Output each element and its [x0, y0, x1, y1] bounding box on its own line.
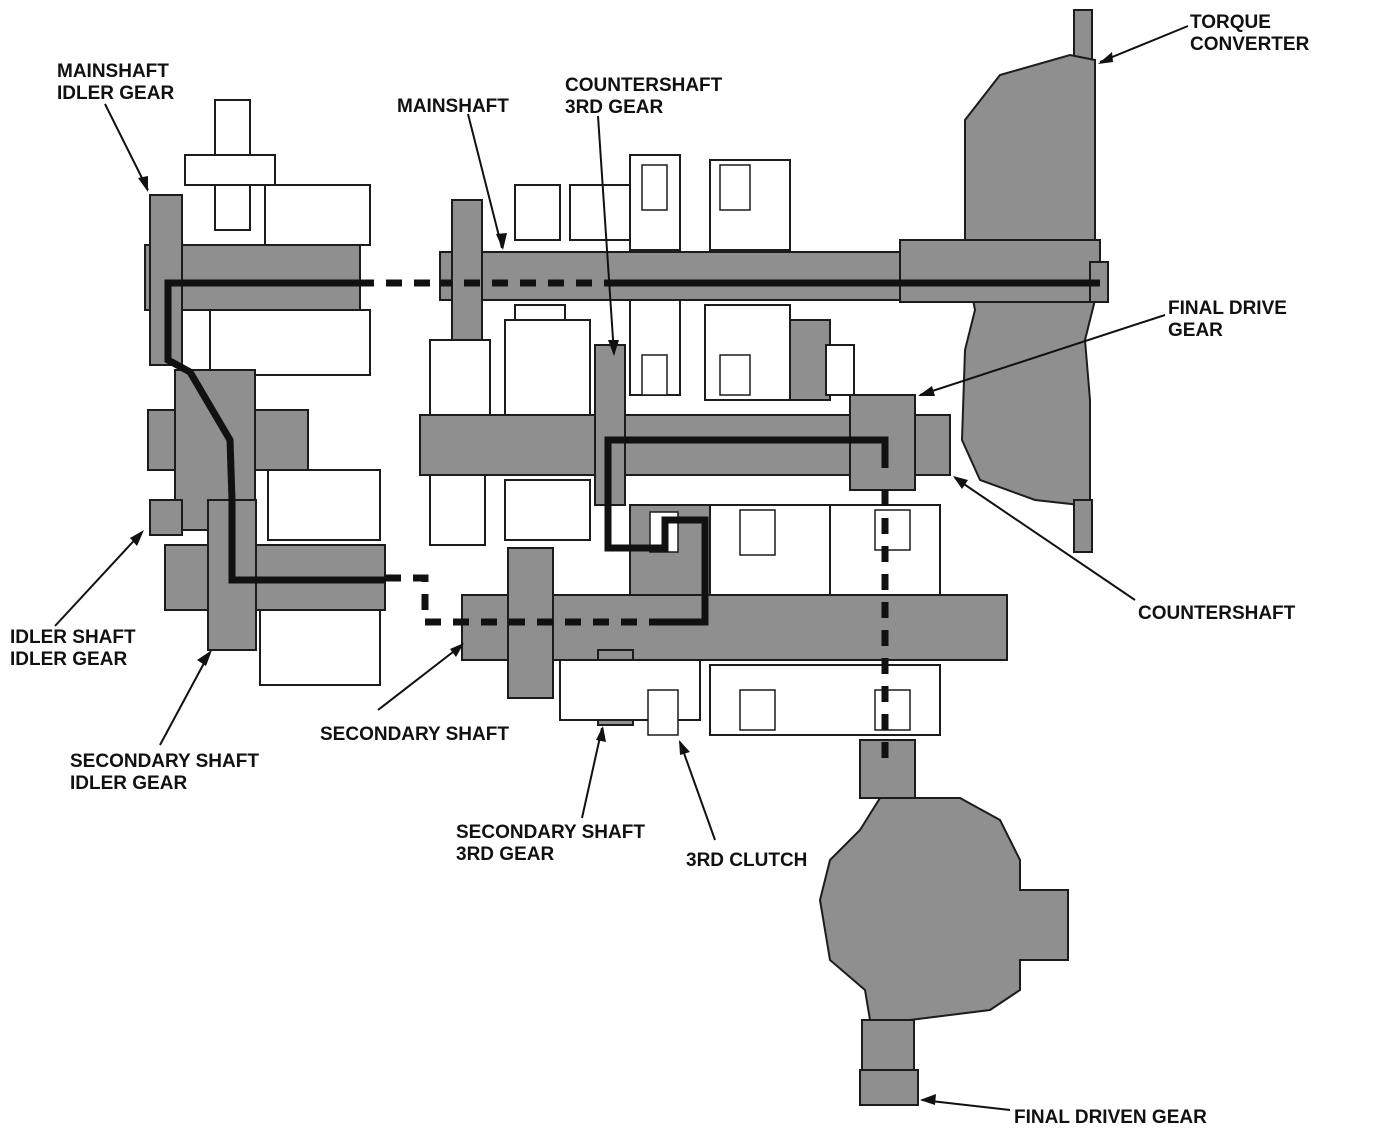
secondary-idler-group	[164, 499, 386, 686]
label-secondary-shaft-idler-gear: SECONDARY SHAFT IDLER GEAR	[70, 751, 264, 794]
power-flow-path	[164, 279, 1100, 770]
label-secondary-shaft-3rd-gear: SECONDARY SHAFT 3RD GEAR	[456, 822, 650, 865]
label-final-drive-gear: FINAL DRIVE GEAR	[1168, 298, 1292, 341]
label-countershaft-3rd-gear: COUNTERSHAFT 3RD GEAR	[565, 75, 728, 118]
label-countershaft: COUNTERSHAFT	[1138, 603, 1296, 624]
label-3rd-clutch: 3RD CLUTCH	[686, 850, 807, 871]
mainshaft	[439, 154, 1109, 401]
mainshaft-idler-group	[144, 99, 371, 376]
secondary-clutch-plates	[739, 509, 911, 731]
final-driven-gear	[818, 739, 1069, 1106]
label-torque-converter: TORQUE CONVERTER	[1190, 12, 1310, 55]
mainshaft-clutch-plates	[641, 164, 751, 396]
label-final-driven-gear: FINAL DRIVEN GEAR	[1014, 1107, 1207, 1128]
label-secondary-shaft: SECONDARY SHAFT	[320, 724, 509, 745]
label-mainshaft-idler-gear: MAINSHAFT IDLER GEAR	[57, 61, 174, 104]
label-mainshaft: MAINSHAFT	[397, 96, 509, 117]
idler-shaft	[147, 369, 381, 541]
label-idler-shaft-idler-gear: IDLER SHAFT IDLER GEAR	[10, 627, 141, 670]
leader-lines	[54, 25, 1189, 1111]
